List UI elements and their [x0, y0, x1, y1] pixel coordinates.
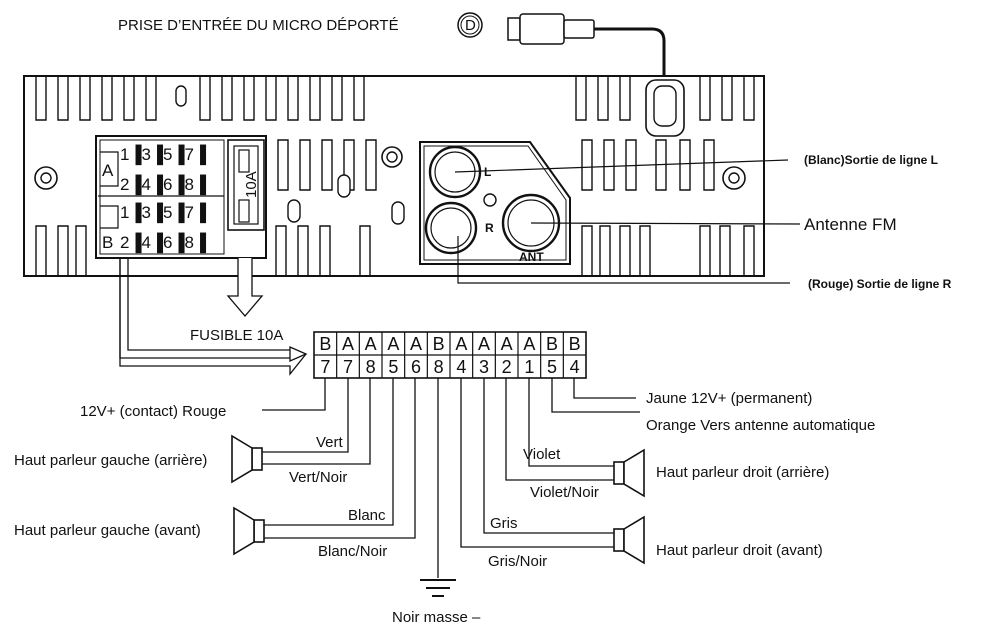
contact-label: 12V+ (contact) Rouge: [80, 403, 226, 420]
svg-text:D: D: [465, 17, 476, 34]
pin-group-8: A: [501, 334, 513, 354]
gris-label: Gris: [490, 515, 518, 532]
speaker-front-left-icon: [233, 506, 265, 556]
pin-number-9: 1: [524, 357, 534, 377]
pin-group-11: B: [569, 334, 581, 354]
pin-number-5: 8: [434, 357, 444, 377]
pin-number-11: 4: [570, 357, 580, 377]
pin-number-2: 8: [366, 357, 376, 377]
rca-l-label: L: [484, 165, 491, 179]
pin-number-3: 5: [388, 357, 398, 377]
connector-b-row1: 1▐3▐5▐7▐: [120, 202, 207, 224]
pin-number-4: 6: [411, 357, 421, 377]
pin-number-6: 4: [456, 357, 466, 377]
pin-number-7: 3: [479, 357, 489, 377]
ant-label: ANT: [519, 250, 544, 264]
line-out-l-label: (Blanc)Sortie de ligne L: [804, 153, 938, 167]
pin-group-6: A: [455, 334, 467, 354]
speaker-rear-right-label: Haut parleur droit (arrière): [656, 464, 829, 481]
pin-number-0: 7: [320, 357, 330, 377]
speaker-rear-left-icon: [231, 434, 263, 484]
pin-group-5: B: [433, 334, 445, 354]
pin-number-1: 7: [343, 357, 353, 377]
connector-b-row2: 2▐4▐6▐8▐: [120, 232, 207, 254]
pin-number-10: 5: [547, 357, 557, 377]
blanc-noir-label: Blanc/Noir: [318, 543, 387, 560]
pin-group-2: A: [365, 334, 377, 354]
connector-arrows: [119, 258, 308, 376]
jaune-label: Jaune 12V+ (permanent): [646, 390, 812, 407]
iso-connector: A B 1▐3▐5▐7▐ 2▐4▐6▐8▐ 1▐3▐5▐7▐ 2▐4▐6▐8▐ …: [95, 135, 267, 259]
gris-noir-label: Gris/Noir: [488, 553, 547, 570]
speaker-front-right-icon: [613, 515, 645, 565]
speaker-front-left-label: Haut parleur gauche (avant): [14, 522, 201, 539]
fuse-label: FUSIBLE 10A: [190, 327, 283, 344]
blanc-label: Blanc: [348, 507, 386, 524]
orange-label: Orange Vers antenne automatique: [646, 417, 875, 434]
masse-label: Noir masse –: [392, 609, 481, 626]
connector-a-row1: 1▐3▐5▐7▐: [120, 144, 207, 166]
speaker-rear-left-label: Haut parleur gauche (arrière): [14, 452, 207, 469]
mic-badge: D: [457, 12, 483, 38]
fm-antenna-label: Antenne FM: [804, 215, 897, 234]
mic-input-label: PRISE D’ENTRÉE DU MICRO DÉPORTÉ: [118, 17, 399, 34]
pin-group-3: A: [387, 334, 399, 354]
rca-r-label: R: [485, 221, 494, 235]
vert-noir-label: Vert/Noir: [289, 469, 347, 486]
speaker-front-right-label: Haut parleur droit (avant): [656, 542, 823, 559]
pin-group-0: B: [319, 334, 331, 354]
mic-plug: [507, 13, 666, 90]
group-b-label: B: [102, 233, 113, 252]
violet-noir-label: Violet/Noir: [530, 484, 599, 501]
pin-number-8: 2: [502, 357, 512, 377]
pin-group-7: A: [478, 334, 490, 354]
group-a-label: A: [102, 161, 114, 180]
pin-group-9: A: [523, 334, 535, 354]
vert-label: Vert: [316, 434, 344, 451]
ground-symbol: [420, 579, 456, 597]
right-leaders: [454, 159, 801, 284]
wires: [262, 378, 640, 578]
connector-a-row2: 2▐4▐6▐8▐: [120, 174, 207, 196]
line-out-r-label: (Rouge) Sortie de ligne R: [808, 277, 952, 291]
violet-label: Violet: [523, 446, 561, 463]
pin-group-4: A: [410, 334, 422, 354]
fuse-holder-label: 10A: [243, 171, 260, 198]
pin-group-1: A: [342, 334, 354, 354]
speaker-rear-right-icon: [613, 448, 645, 498]
pin-group-10: B: [546, 334, 558, 354]
